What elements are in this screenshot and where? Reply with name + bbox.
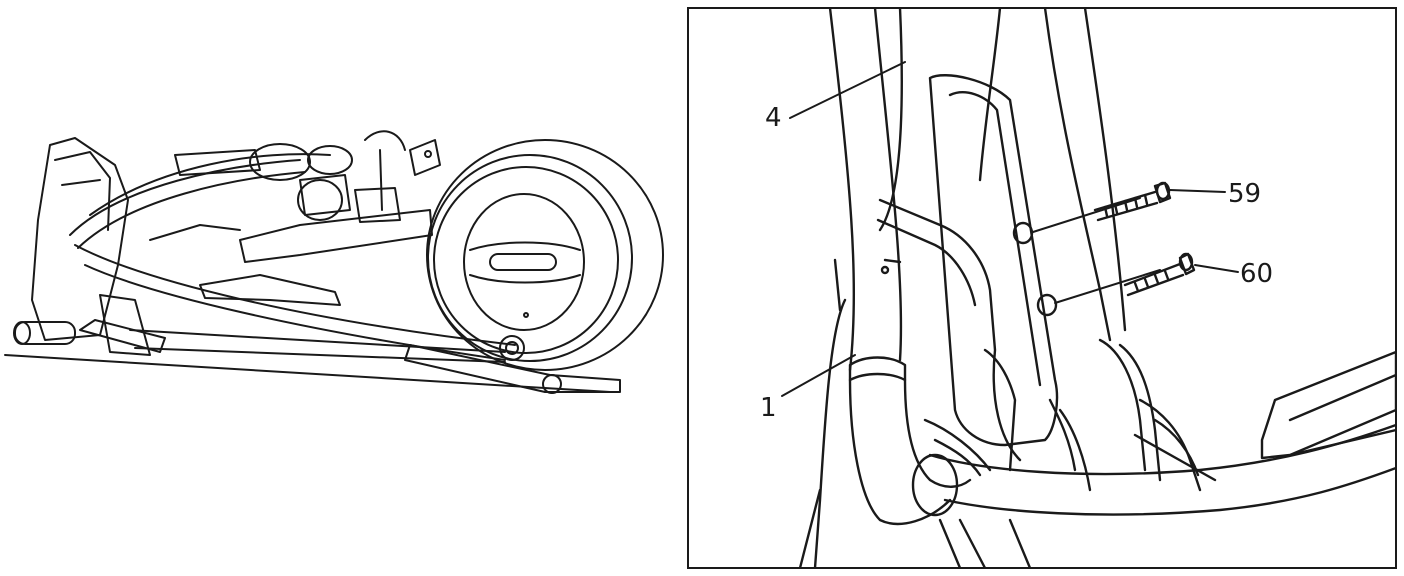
elliptical-trainer-overview-icon [4, 130, 664, 394]
callout-part-60: 60 [1240, 259, 1273, 289]
bolt-59-icon [1093, 181, 1172, 222]
detail-panel: 4 1 59 60 [687, 7, 1397, 569]
bolt-60-icon [1123, 252, 1196, 297]
detail-frame [687, 7, 1397, 569]
callout-part-4: 4 [765, 103, 782, 133]
callout-part-59: 59 [1228, 179, 1261, 209]
leader-lines [781, 61, 1239, 397]
callout-part-1: 1 [760, 393, 777, 423]
handlebar-bolt-detail-icon [781, 8, 1396, 568]
